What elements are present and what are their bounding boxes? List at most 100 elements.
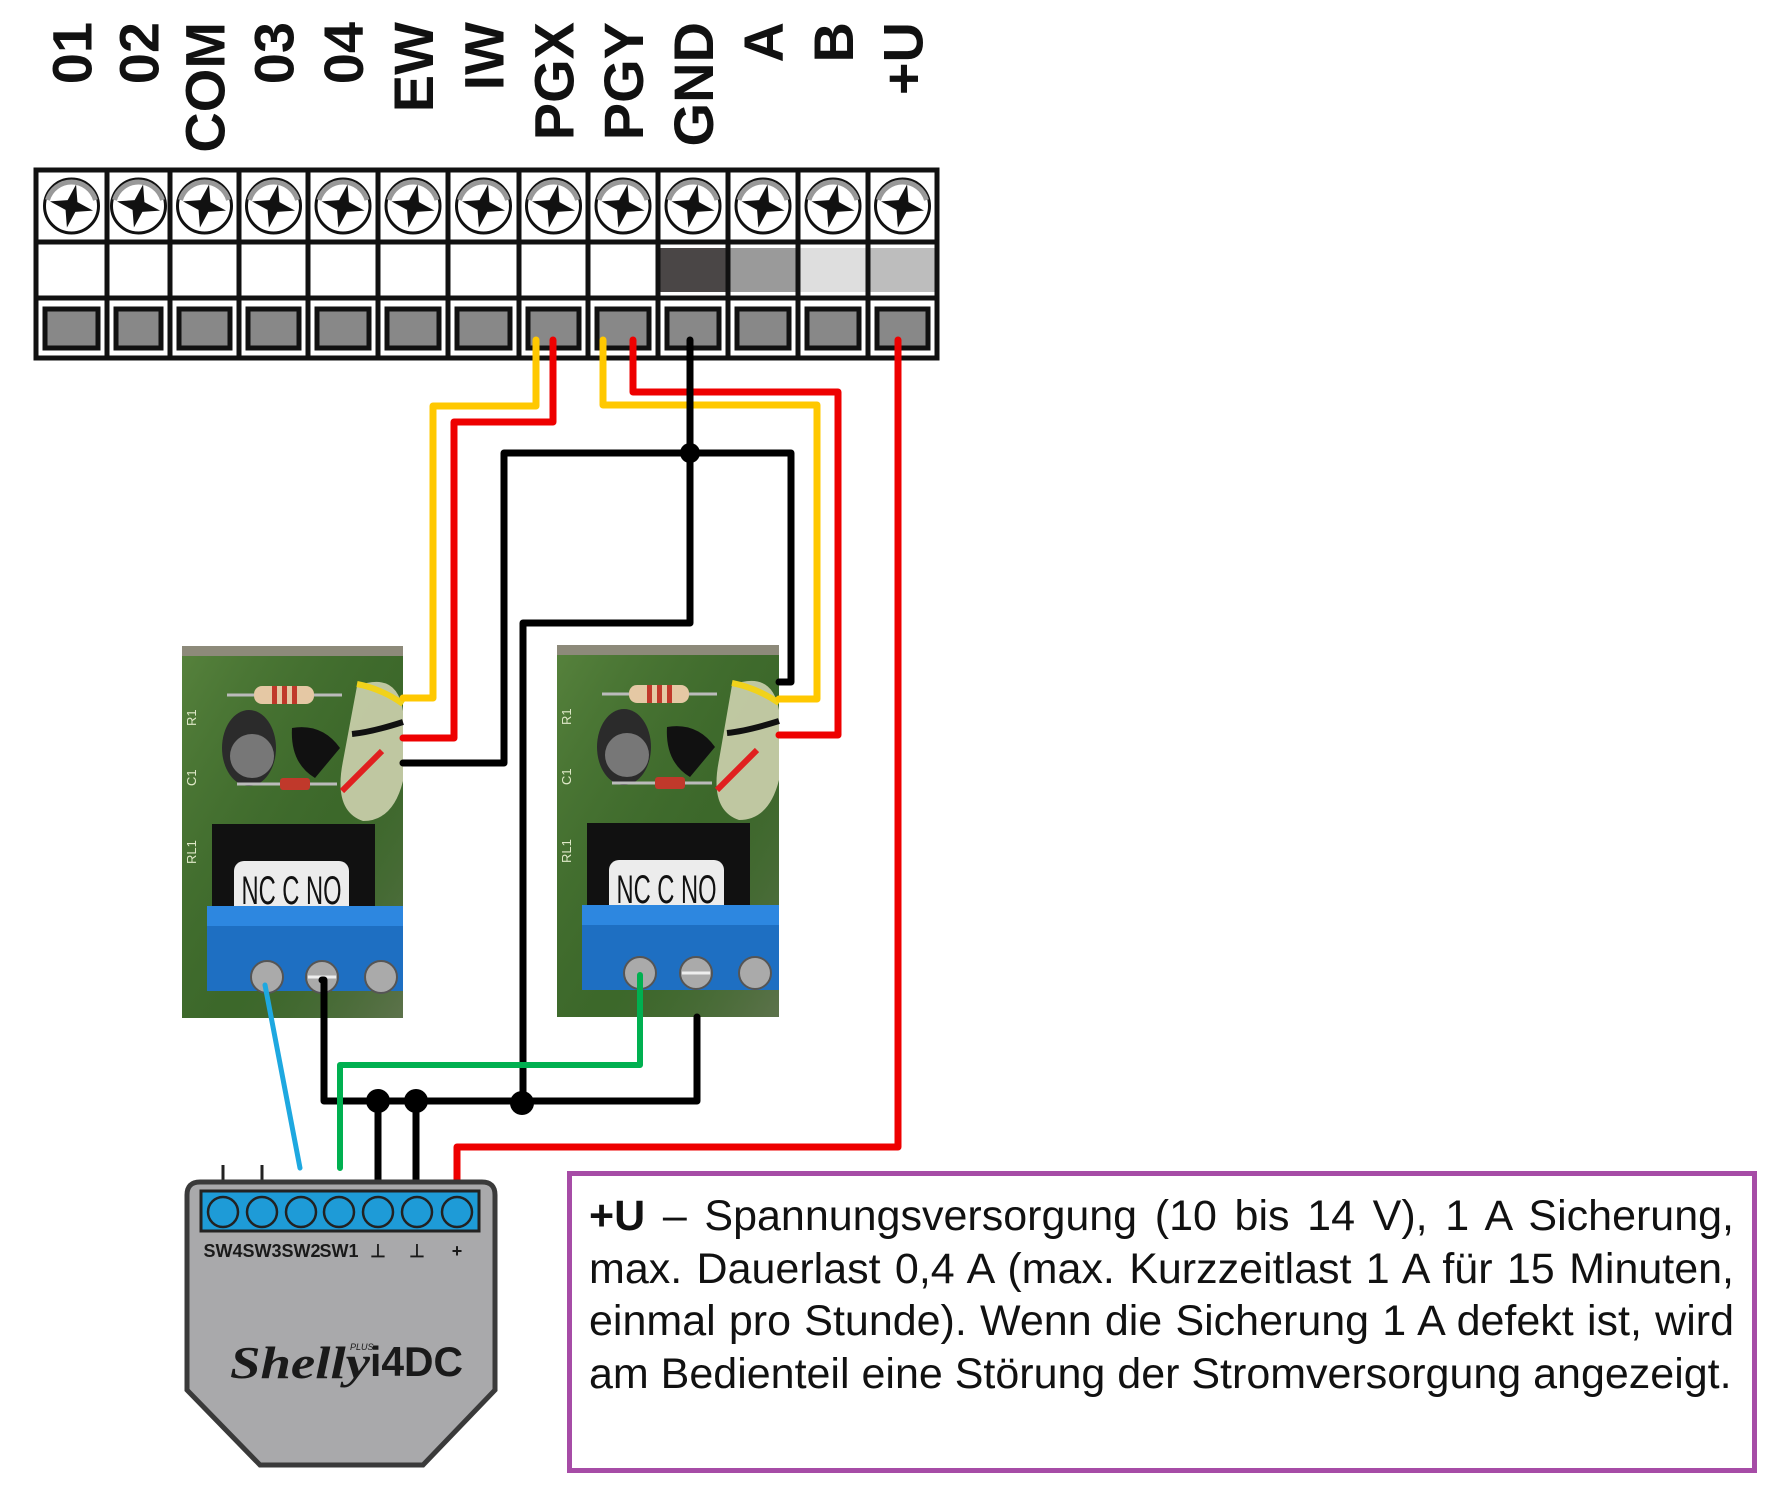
resistor-icon: [227, 686, 342, 704]
shelly-terminal-hole[interactable]: [440, 1195, 474, 1229]
transistor-icon: [291, 727, 340, 778]
terminal-color-cell: [521, 248, 586, 292]
terminal-b[interactable]: [800, 177, 866, 351]
shelly-terminal-hole[interactable]: [284, 1195, 318, 1229]
screw-terminal-icon: [804, 177, 862, 235]
wire-entry[interactable]: [245, 306, 302, 351]
wire-gnd-relay1: [399, 449, 795, 767]
wire-pgx-red: [399, 336, 557, 742]
wire-entry[interactable]: [454, 306, 513, 351]
relay-module-1: R1 C1 RL1 NC C NO: [182, 646, 405, 1018]
diode-icon: [237, 778, 337, 790]
shelly-terminal-hole[interactable]: [400, 1195, 434, 1229]
junction-dot: [680, 443, 700, 463]
terminal-03[interactable]: [241, 177, 306, 351]
wire-entry[interactable]: [384, 306, 442, 351]
terminal-ew[interactable]: [380, 177, 446, 351]
shelly-terminal-label: ⊥: [370, 1241, 386, 1261]
wire-pgy-yellow: [599, 336, 821, 703]
terminal-label: A: [732, 22, 795, 62]
silkscreen-c1: C1: [559, 768, 574, 785]
terminal-label: B: [802, 22, 865, 62]
wire-entry[interactable]: [113, 306, 164, 351]
terminal-label: 03: [243, 22, 306, 84]
terminal-label: EW: [382, 22, 445, 112]
note-body: – Spannungsversorgung (10 bis 14 V), 1 A…: [589, 1192, 1734, 1398]
terminal-label: 04: [312, 22, 375, 84]
wire-entry[interactable]: [42, 306, 101, 351]
capacitor-icon: [597, 709, 651, 785]
terminal-iw[interactable]: [450, 177, 517, 351]
wire-entry[interactable]: [804, 306, 862, 351]
screw-terminal-icon: [110, 177, 167, 235]
terminal-block: [33, 167, 940, 361]
terminal-gnd[interactable]: [660, 177, 726, 351]
terminal-label: 01: [41, 22, 104, 84]
shelly-model-name: i4DC: [370, 1338, 463, 1385]
terminal-color-cell: [590, 248, 656, 292]
terminal-color-cell: [172, 248, 237, 292]
terminal-04[interactable]: [310, 177, 376, 351]
terminal-color-cell: [241, 248, 306, 292]
relay-lead-yellow: [356, 681, 405, 707]
screw-no[interactable]: [738, 956, 772, 990]
capacitor-icon: [222, 710, 276, 786]
relay-lead-yellow: [731, 680, 781, 706]
screw-terminal-icon: [384, 177, 442, 235]
shelly-terminal-label: SW1: [319, 1241, 358, 1261]
terminal-a[interactable]: [730, 177, 796, 351]
screw-terminal-icon: [874, 177, 931, 235]
shelly-brand-logo: Shelly: [230, 1337, 371, 1388]
wire-entry[interactable]: [176, 306, 233, 351]
shelly-terminal-hole[interactable]: [206, 1195, 240, 1229]
silkscreen-rl1: RL1: [184, 840, 199, 864]
power-supply-note: +U – Spannungsversorgung (10 bis 14 V), …: [567, 1171, 1757, 1473]
terminal-label: IW: [453, 22, 516, 91]
glue-blob: [716, 680, 779, 820]
screw-no[interactable]: [364, 960, 398, 994]
terminal-01[interactable]: [38, 177, 105, 351]
terminal-color-cell: [38, 248, 105, 292]
shelly-terminal-hole[interactable]: [361, 1195, 395, 1229]
glue-blob: [340, 681, 403, 821]
terminal-com[interactable]: [172, 177, 237, 351]
terminal-pgx[interactable]: [521, 177, 586, 351]
wire-entry[interactable]: [874, 306, 931, 351]
wire-relay1-common: [318, 976, 701, 1105]
relay-plate-label: NC C NO: [617, 868, 717, 912]
junction-dot: [510, 1091, 534, 1115]
relay-wall: [182, 646, 403, 656]
resistor-icon: [602, 685, 717, 703]
relay-module-2: R1 C1 RL1 NC C NO: [557, 645, 781, 1017]
screw-terminal-icon: [734, 177, 792, 235]
shelly-terminal-label: ⊥: [409, 1241, 425, 1261]
junction-dot: [404, 1089, 428, 1113]
terminal-pgy[interactable]: [590, 177, 656, 351]
relay-plate-label: NC C NO: [242, 869, 342, 913]
wire-entry[interactable]: [734, 306, 792, 351]
shelly-terminal-label: +: [452, 1241, 463, 1261]
relay-output-terminal: [582, 905, 779, 990]
terminal-color-cell: [660, 248, 726, 292]
relay-wall: [557, 645, 779, 655]
wire-entry[interactable]: [314, 306, 372, 351]
terminal-plus-u[interactable]: [870, 177, 935, 351]
relay-output-terminal: [207, 906, 403, 994]
relay-lead-black: [726, 718, 780, 736]
silkscreen-rl1: RL1: [559, 839, 574, 863]
shelly-terminal-label: SW4: [203, 1241, 242, 1261]
note-lead: +U: [589, 1192, 646, 1240]
screw-terminal-icon: [594, 177, 652, 235]
terminal-grid: [33, 167, 940, 361]
terminal-label: +U: [872, 22, 935, 95]
terminal-color-cell: [870, 248, 935, 292]
terminal-label: PGY: [592, 22, 655, 140]
shelly-terminal-hole[interactable]: [322, 1195, 356, 1229]
shelly-body: [184, 1179, 498, 1468]
shelly-terminal-hole[interactable]: [245, 1195, 279, 1229]
screw-terminal-icon: [455, 177, 512, 235]
screw-terminal-icon: [314, 177, 372, 235]
wire-sw2-blue: [262, 982, 303, 1171]
terminal-02[interactable]: [109, 177, 168, 351]
